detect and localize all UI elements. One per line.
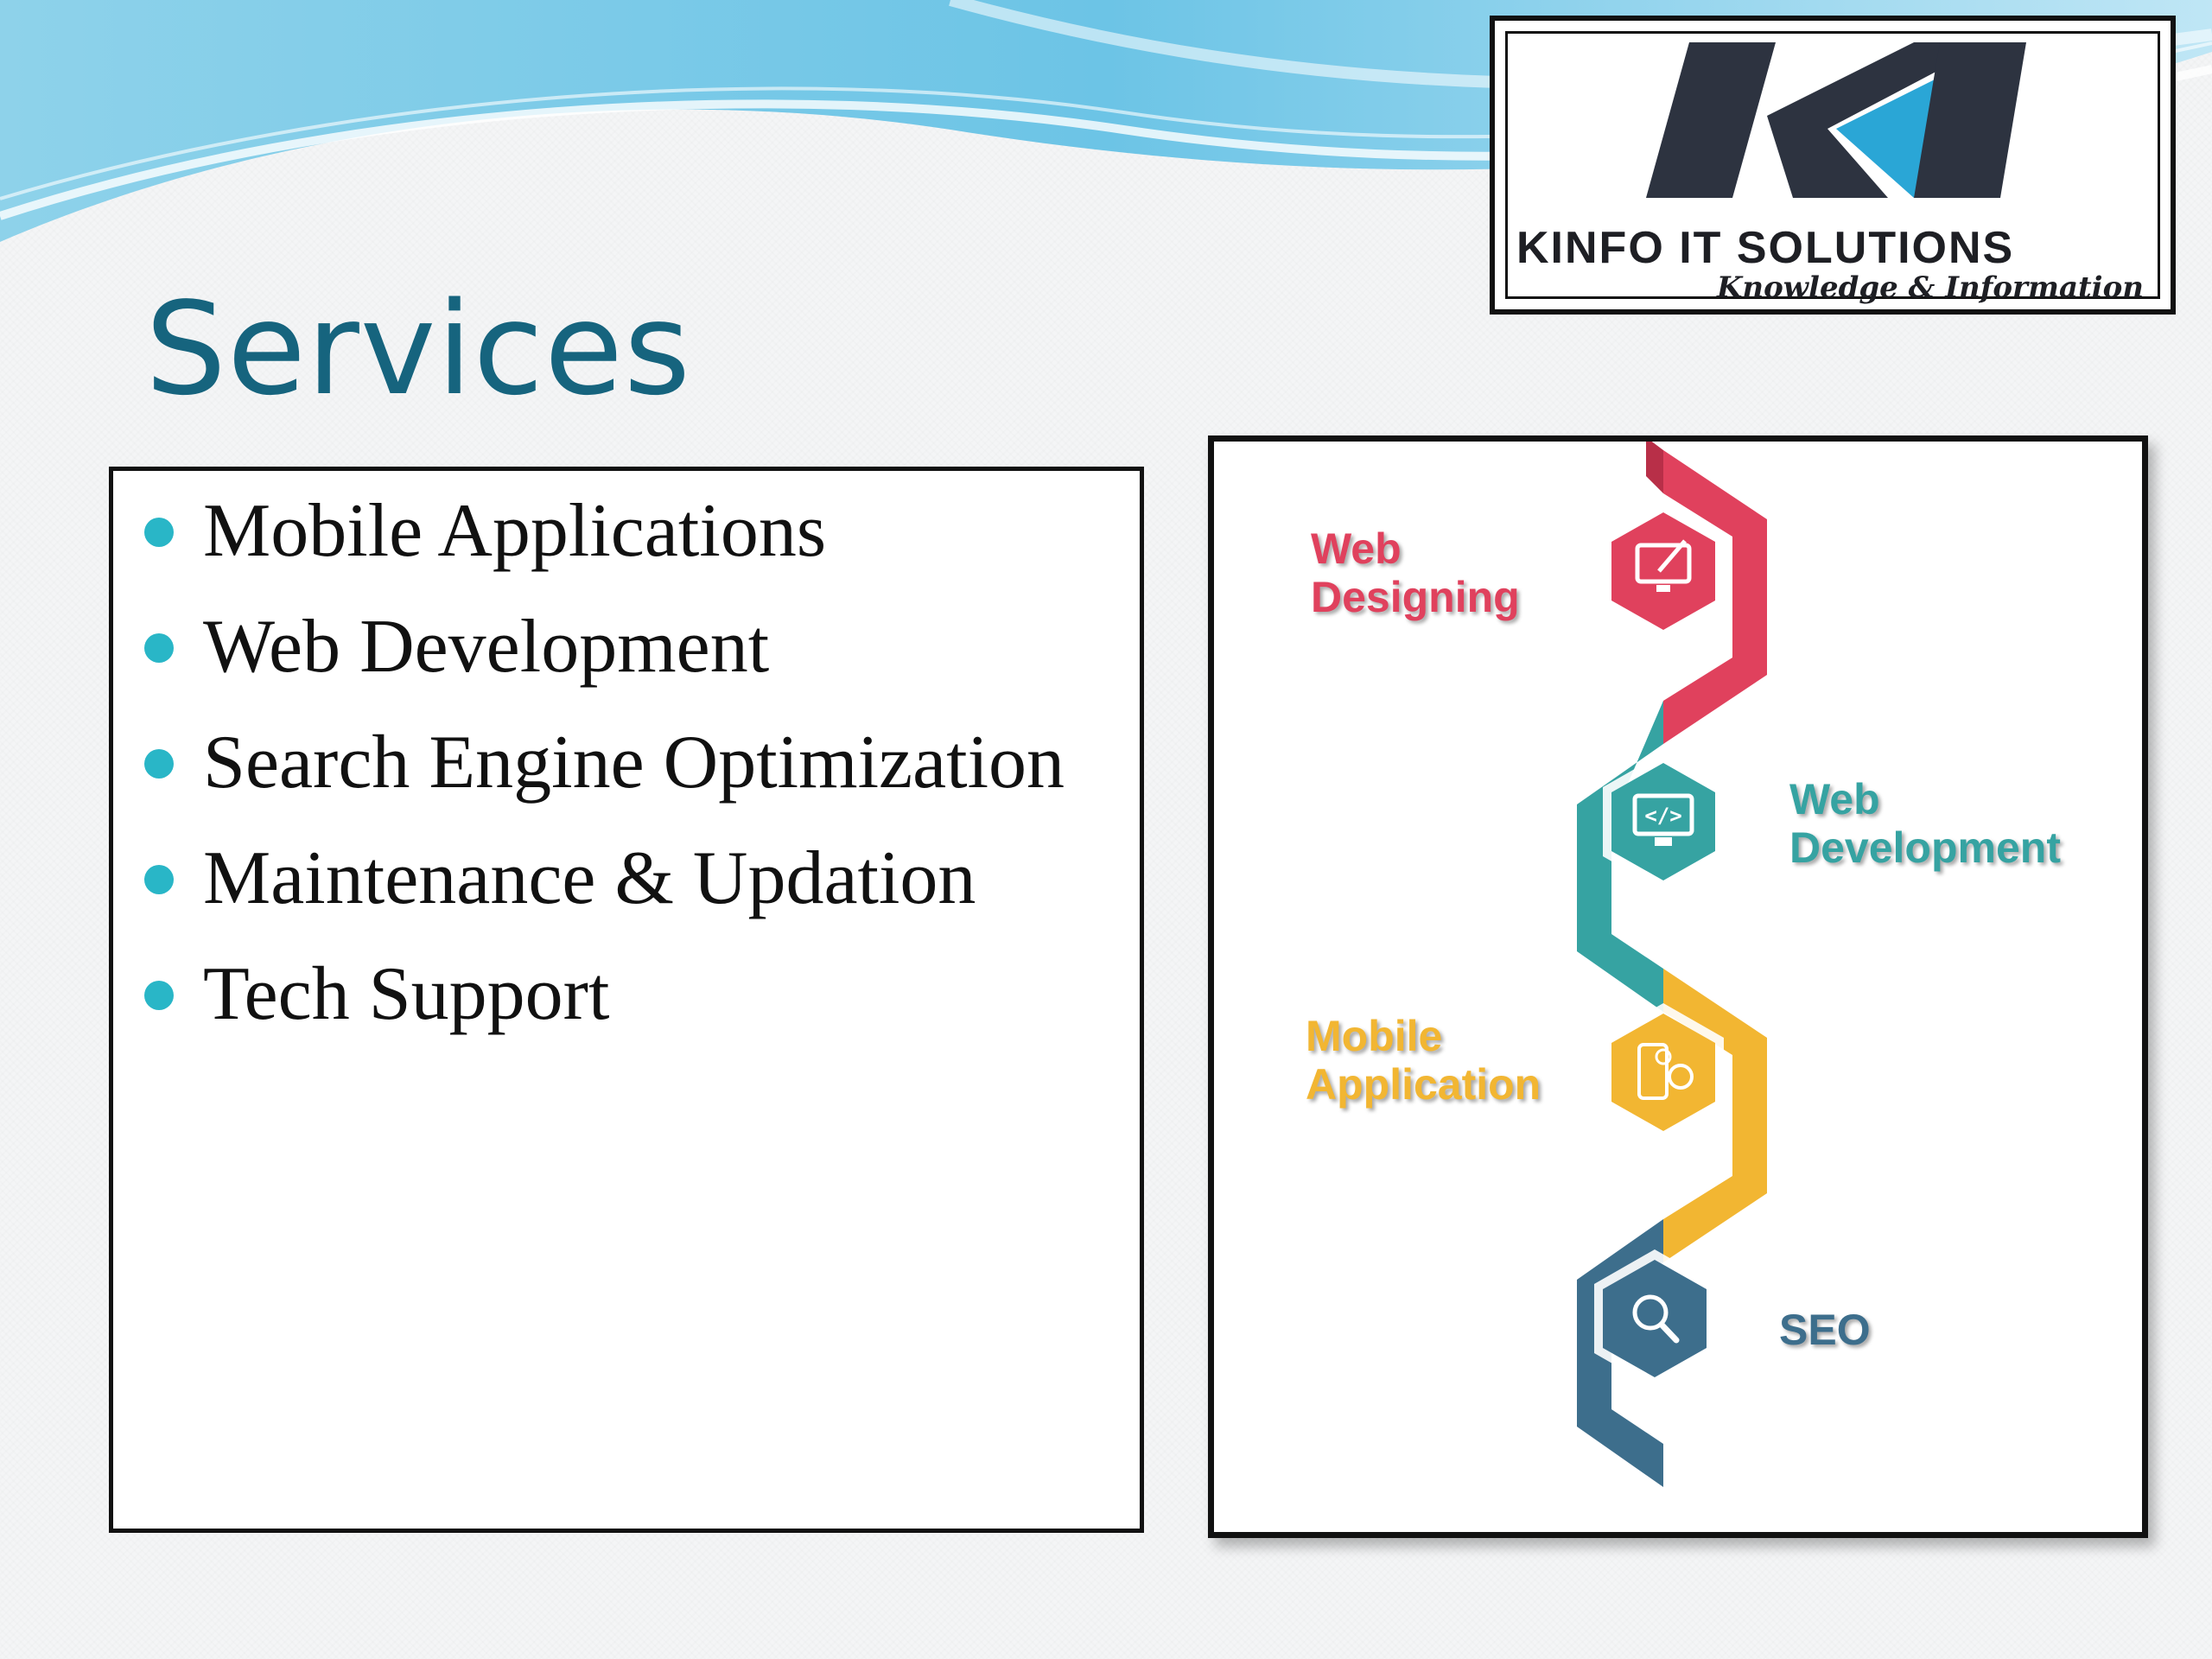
page-title: Services: [145, 275, 692, 423]
ribbon-web-development: [1577, 701, 1663, 1012]
ribbon-web-designing: [1646, 442, 1767, 744]
bullet-icon: [144, 865, 174, 894]
label-web-designing: Web Designing: [1311, 524, 1520, 621]
logo-company-name: KINFO IT SOLUTIONS: [1516, 223, 2015, 273]
services-infographic: </> Web Designing Web Development Mobile…: [1208, 435, 2148, 1538]
bullet-icon: [144, 981, 174, 1010]
ki-logo-mark: [1646, 42, 2026, 198]
services-list-box: Mobile Applications Web Development Sear…: [109, 467, 1144, 1533]
bullet-icon: [144, 518, 174, 547]
bullet-icon: [144, 749, 174, 779]
list-item-text: Mobile Applications: [203, 489, 827, 573]
list-item-text: Maintenance & Updation: [203, 836, 976, 920]
logo-tagline: Knowledge & Information: [1716, 270, 2144, 305]
hex-seo: [1594, 1249, 1715, 1388]
list-item: Mobile Applications: [113, 483, 1140, 580]
ribbon-mobile-application: [1663, 969, 1767, 1262]
logo-frame: KINFO IT SOLUTIONS Knowledge & Informati…: [1505, 31, 2160, 305]
hex-web-designing: [1603, 502, 1724, 640]
svg-text:</>: </>: [1644, 804, 1681, 828]
label-web-development: Web Development: [1789, 775, 2061, 872]
label-mobile-application: Mobile Application: [1306, 1012, 1541, 1109]
infographic-chain: </>: [1577, 442, 1767, 1487]
services-list: Mobile Applications Web Development Sear…: [113, 471, 1140, 1043]
list-item-text: Tech Support: [203, 952, 610, 1036]
hex-web-development: </>: [1603, 753, 1724, 891]
list-item-text: Web Development: [203, 605, 770, 689]
label-seo: SEO: [1779, 1306, 1871, 1354]
list-item: Maintenance & Updation: [113, 830, 1140, 927]
list-item: Web Development: [113, 599, 1140, 696]
list-item: Search Engine Optimization: [113, 715, 1140, 811]
list-item: Tech Support: [113, 946, 1140, 1043]
bullet-icon: [144, 633, 174, 663]
hex-mobile-application: [1603, 1003, 1724, 1141]
company-logo: KINFO IT SOLUTIONS Knowledge & Informati…: [1490, 16, 2176, 315]
list-item-text: Search Engine Optimization: [203, 721, 1065, 804]
